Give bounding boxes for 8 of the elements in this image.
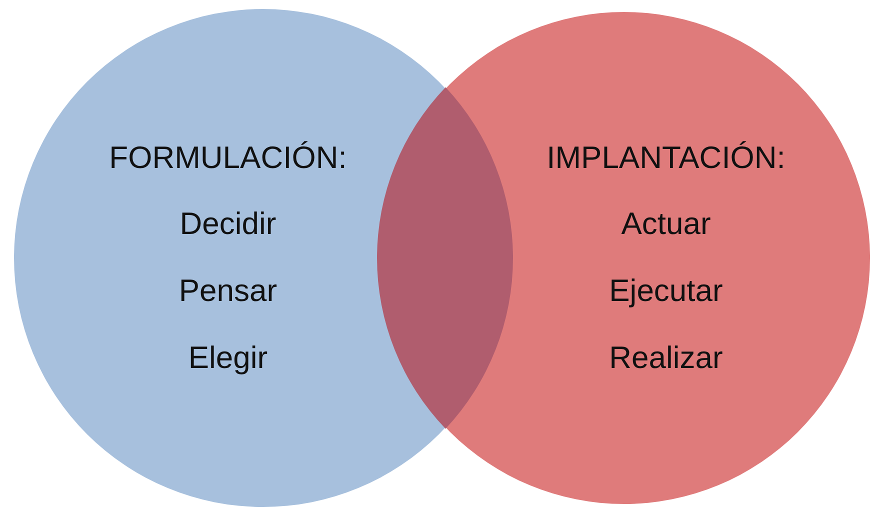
circle-item: Elegir bbox=[188, 340, 268, 375]
circle-item: Realizar bbox=[609, 340, 723, 375]
circle-heading: IMPLANTACIÓN: bbox=[546, 140, 786, 175]
circle-item: Pensar bbox=[178, 273, 278, 308]
circle-item: Actuar bbox=[621, 206, 711, 241]
circle-item: Decidir bbox=[180, 206, 276, 241]
circle-item: Ejecutar bbox=[609, 273, 723, 308]
circle-heading: FORMULACIÓN: bbox=[109, 140, 347, 175]
